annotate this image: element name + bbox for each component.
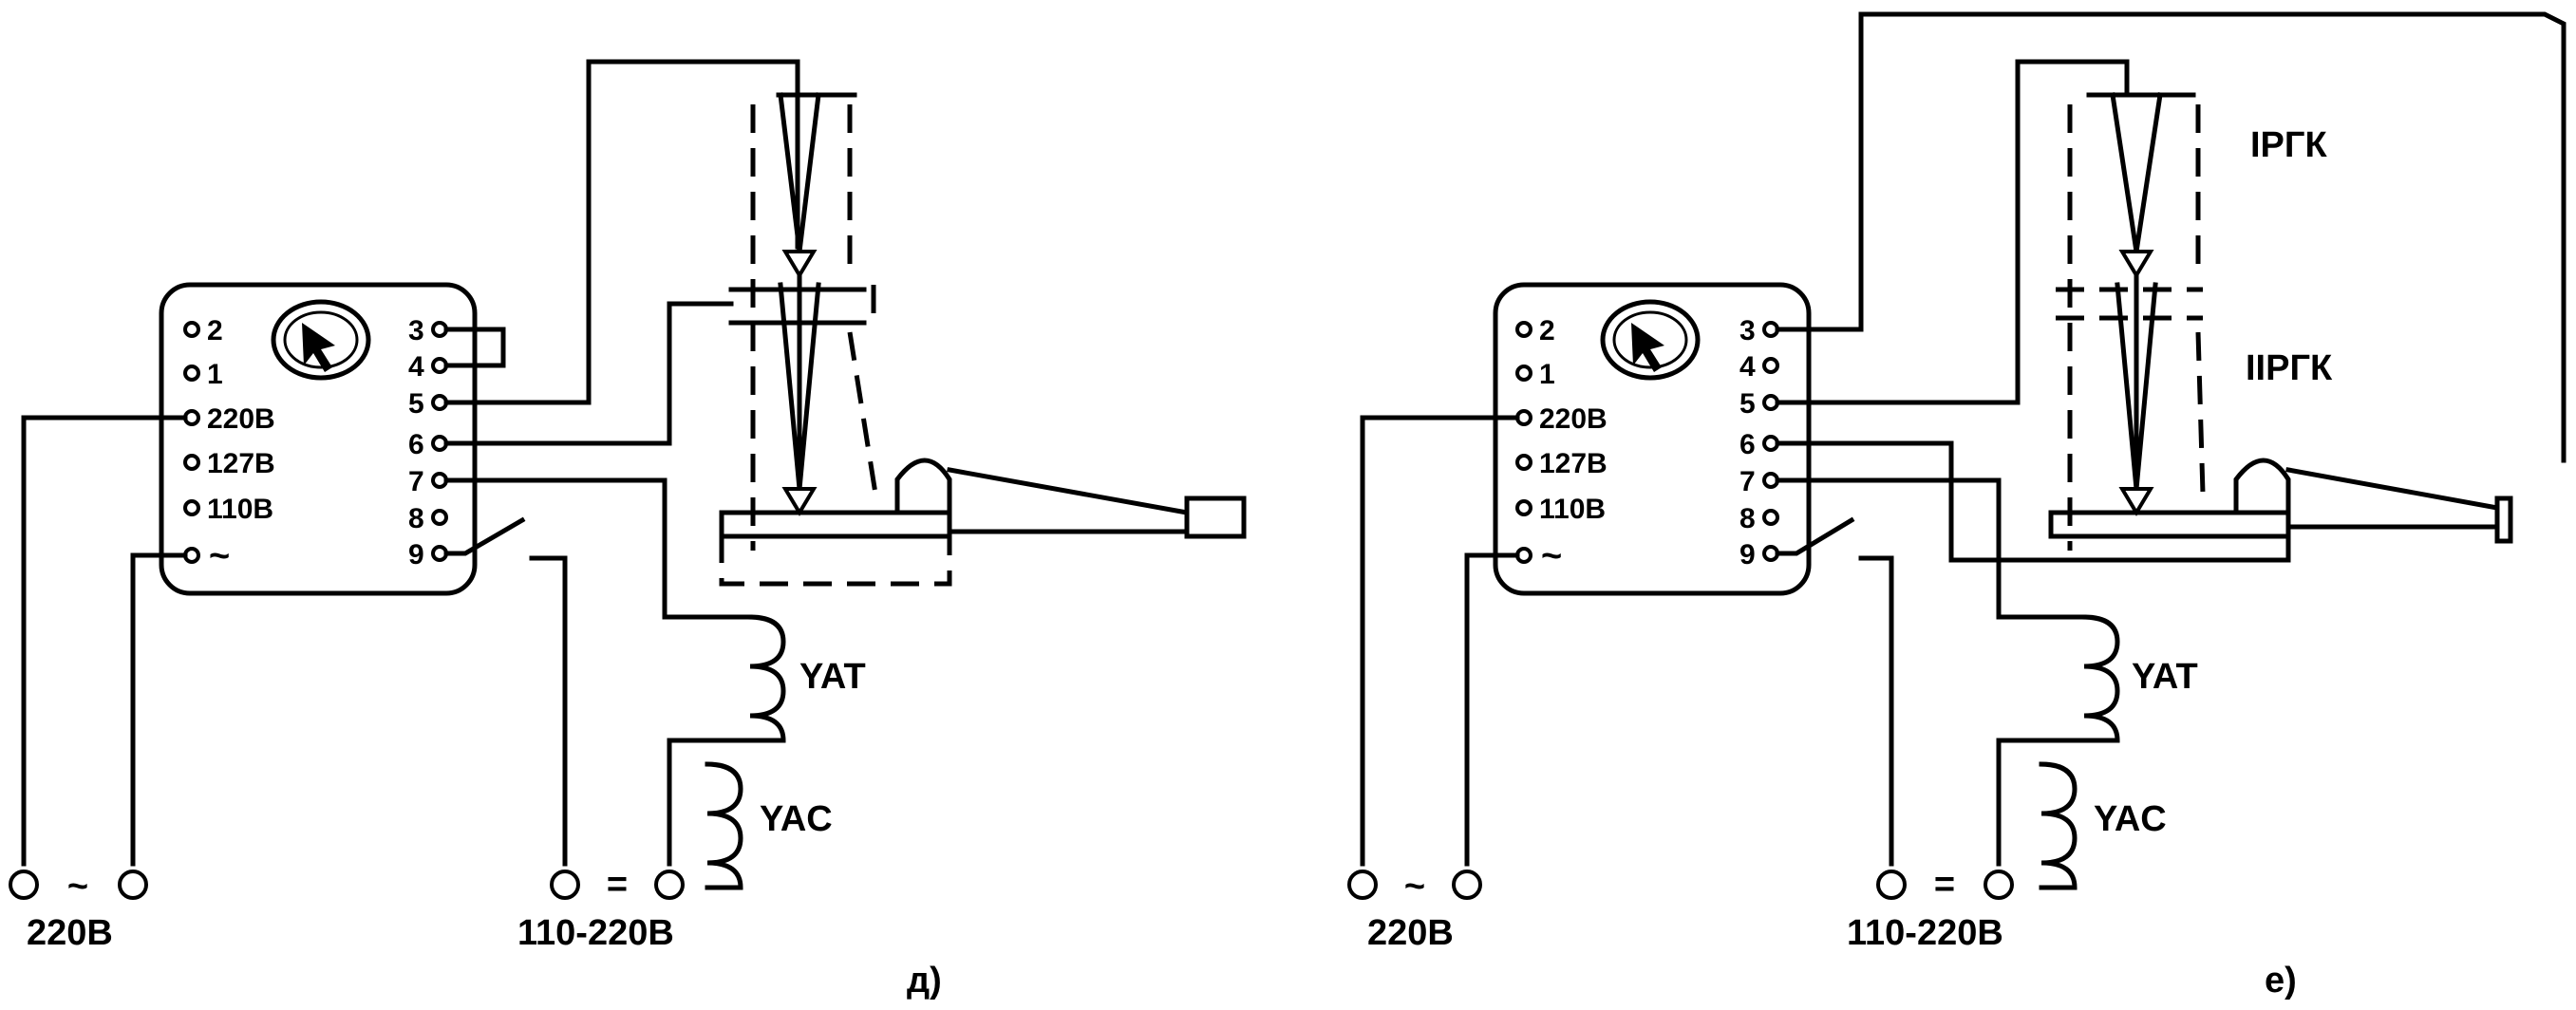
terminal-label-9: 9 — [1739, 539, 1756, 570]
relay-clamp — [2494, 496, 2513, 544]
supply-dc-label: 110-220В — [1847, 913, 2003, 953]
device-body — [1493, 282, 1812, 596]
terminal-label-ac: ~ — [1541, 536, 1562, 576]
meter-icon — [1600, 299, 1701, 381]
relay-base — [719, 510, 952, 539]
close-coil-label: YAC — [760, 799, 833, 839]
supply-ac-label: 220В — [1367, 913, 1454, 953]
relay-lower-label: IIРГК — [2246, 348, 2333, 388]
meter-icon — [271, 299, 371, 381]
terminal-label-110v: 110В — [207, 494, 273, 525]
panel-caption: е) — [2265, 961, 2297, 1001]
terminal-label-9: 9 — [408, 539, 424, 570]
wire-supply-ac-b — [1464, 552, 1520, 867]
supply-ac-terminals: ~ 220В — [9, 867, 148, 953]
terminal-label-6: 6 — [408, 429, 424, 460]
close-coil-label: YAC — [2094, 799, 2167, 839]
supply-dc-label: 110-220В — [517, 913, 674, 953]
supply-dc-terminals: = 110-220В — [517, 865, 685, 953]
terminal-label-2: 2 — [1539, 315, 1555, 346]
wire-supply-ac-a — [1360, 415, 1520, 867]
wire-terminal-5 — [1775, 59, 2130, 405]
terminal-label-110v: 110В — [1539, 494, 1606, 525]
terminal-label-ac: ~ — [209, 536, 230, 576]
wire-terminal-3 — [1775, 11, 2567, 463]
terminal-label-1: 1 — [207, 359, 223, 390]
terminal-label-2: 2 — [207, 315, 223, 346]
relay-assembly — [2048, 92, 2513, 563]
supply-dc-terminals: = 110-220В — [1847, 865, 2014, 953]
right-terminals: 3 4 5 6 7 8 9 — [408, 315, 448, 570]
supply-ac-terminals: ~ 220В — [1347, 867, 1482, 953]
jumper-3-4 — [443, 327, 506, 368]
terminal-label-8: 8 — [1739, 503, 1756, 534]
wire-supply-dc-a — [529, 555, 568, 867]
terminal-label-5: 5 — [1739, 388, 1756, 420]
switch-contact-9 — [443, 516, 526, 556]
terminal-label-4: 4 — [408, 351, 424, 383]
switch-contact-9 — [1775, 516, 1855, 556]
terminal-label-5: 5 — [408, 388, 424, 420]
terminal-label-127v: 127В — [207, 448, 275, 479]
trip-coil: YAT — [1996, 614, 2198, 867]
dc-symbol: = — [1934, 865, 1955, 905]
terminal-label-3: 3 — [408, 315, 424, 346]
wire-supply-ac-b — [130, 552, 188, 867]
terminal-label-4: 4 — [1739, 351, 1756, 383]
wire-terminal-7 — [443, 477, 753, 620]
wire-terminal-5 — [443, 59, 800, 405]
wire-terminal-7 — [1775, 477, 2087, 620]
terminal-label-8: 8 — [408, 503, 424, 534]
close-coil: YAC — [705, 761, 833, 890]
wire-terminal-6 — [443, 301, 734, 446]
relay-upper-label: IРГК — [2250, 125, 2327, 165]
terminal-label-7: 7 — [1739, 466, 1756, 497]
trip-coil-label: YAT — [2132, 657, 2198, 697]
left-terminals: 2 1 220В 127В 110В ~ — [1515, 315, 1608, 576]
right-terminals: 3 4 5 6 7 8 9 — [1739, 315, 1779, 570]
relay-base — [2048, 510, 2291, 539]
terminal-label-127v: 127В — [1539, 448, 1608, 479]
trip-coil: YAT — [667, 614, 866, 867]
supply-ac-label: 220В — [27, 913, 113, 953]
relay-clamp — [1184, 496, 1247, 539]
terminal-label-1: 1 — [1539, 359, 1555, 390]
relay-assembly — [719, 92, 1247, 587]
close-coil: YAC — [2039, 761, 2167, 890]
terminal-label-7: 7 — [408, 466, 424, 497]
dc-symbol: = — [607, 865, 628, 905]
panel-d: 2 1 220В 127В 110В ~ 3 4 5 6 7 — [9, 59, 1247, 1001]
test-device: 2 1 220В 127В 110В ~ 3 4 5 6 7 8 — [1493, 282, 1812, 596]
panel-caption: д) — [907, 961, 942, 1001]
left-terminals: 2 1 220В 127В 110В ~ — [183, 315, 275, 576]
wire-supply-dc-a — [1858, 555, 1894, 867]
wire-terminal-6 — [1775, 440, 2291, 563]
terminal-label-6: 6 — [1739, 429, 1756, 460]
panel-e: 2 1 220В 127В 110В ~ 3 4 5 6 7 8 — [1347, 11, 2567, 1001]
terminal-label-220v: 220В — [207, 403, 275, 435]
trip-coil-label: YAT — [799, 657, 866, 697]
terminal-label-220v: 220В — [1539, 403, 1608, 435]
device-body — [159, 282, 478, 596]
terminal-label-3: 3 — [1739, 315, 1756, 346]
test-device: 2 1 220В 127В 110В ~ 3 4 5 6 7 — [159, 282, 478, 596]
ac-symbol: ~ — [67, 867, 88, 907]
wire-supply-ac-a — [21, 415, 188, 867]
ac-symbol: ~ — [1404, 867, 1425, 907]
